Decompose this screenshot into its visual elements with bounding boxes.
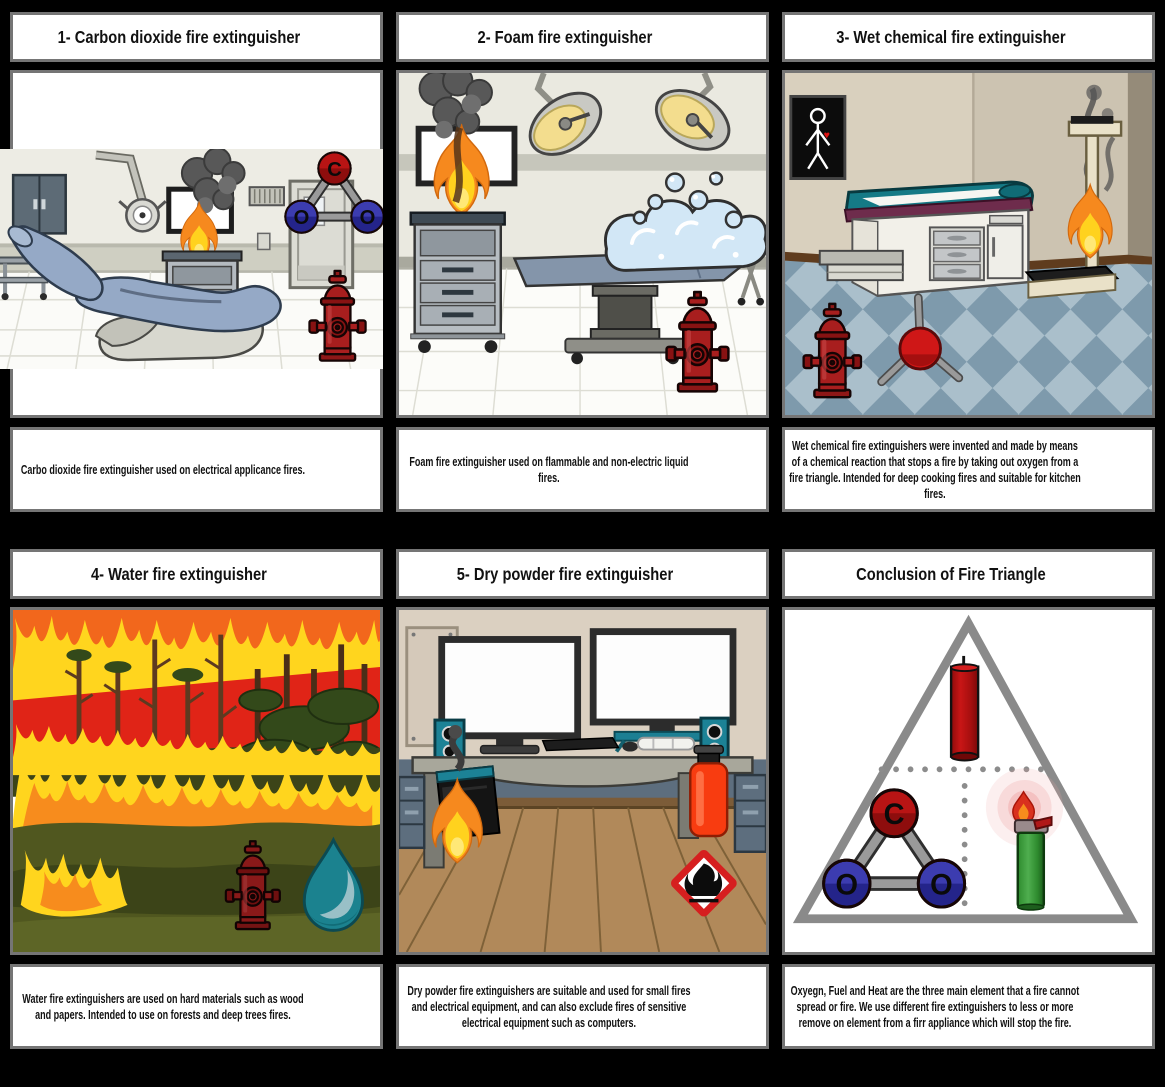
panel-title-box: 2- Foam fire extinguisher — [396, 12, 769, 62]
dotted-dividers — [878, 766, 1053, 918]
panel-image-box — [0, 70, 383, 418]
panel-caption: Carbo dioxide fire extinguisher used on … — [21, 462, 306, 477]
tripod-stool — [877, 293, 964, 387]
candle-fuel — [949, 655, 980, 762]
panel-caption: Wet chemical fire extinguishers were inv… — [789, 438, 1081, 501]
panel-image-box — [396, 70, 769, 418]
door — [288, 179, 355, 290]
ground-light — [13, 912, 380, 952]
paper-roll — [636, 736, 696, 751]
panel-caption: Water fire extinguishers are used on har… — [22, 991, 304, 1022]
panel-title: Conclusion of Fire Triangle — [856, 563, 1046, 584]
smoke — [448, 724, 465, 772]
panel-caption-box: Foam fire extinguisher used on flammable… — [396, 427, 769, 512]
exam-table — [843, 180, 1034, 298]
scene-fire-triangle — [785, 610, 1152, 952]
surgical-lamp-right — [654, 73, 731, 151]
smoke — [418, 73, 493, 139]
panel-caption-box: Carbo dioxide fire extinguisher used on … — [10, 427, 383, 512]
fire-extinguisher — [689, 744, 729, 838]
panel-foam: 2- Foam fire extinguisher — [396, 12, 769, 512]
panel-title-box: 4- Water fire extinguisher — [10, 549, 383, 599]
keyboard — [541, 737, 620, 752]
small-fire — [20, 849, 128, 917]
smoke — [180, 149, 246, 214]
panel-title-box: 1- Carbon dioxide fire extinguisher — [10, 12, 383, 62]
lighter-heat — [985, 768, 1064, 911]
light-switch — [256, 232, 271, 251]
medical-cart — [409, 211, 506, 353]
panel-caption-box: Dry powder fire extinguishers are suitab… — [396, 964, 769, 1049]
panel-title-box: 3- Wet chemical fire extinguisher — [782, 12, 1155, 62]
panel-wet-chemical: 3- Wet chemical fire extinguisher — [782, 12, 1155, 512]
smoke-streak — [452, 126, 463, 204]
panel-caption: Oxyegn, Fuel and Heat are the three main… — [790, 983, 1080, 1030]
panel-title: 2- Foam fire extinguisher — [477, 26, 653, 47]
dental-chair — [7, 225, 282, 362]
water-drop — [302, 836, 364, 932]
panel-title: 3- Wet chemical fire extinguisher — [836, 26, 1066, 47]
panel-co2: 1- Carbon dioxide fire extinguisher — [0, 12, 383, 512]
monitor-right — [589, 628, 737, 753]
panel-dry-powder: 5- Dry powder fire extinguisher — [396, 549, 769, 1049]
scene-computer-desk — [399, 610, 766, 952]
storyboard: 1- Carbon dioxide fire extinguisher — [0, 12, 1155, 1049]
panel-caption-box: Water fire extinguishers are used on har… — [10, 964, 383, 1049]
step-stool — [818, 249, 904, 282]
panel-caption-box: Wet chemical fire extinguishers were inv… — [782, 427, 1155, 512]
storyboard-row-1: 1- Carbon dioxide fire extinguisher — [0, 12, 1155, 512]
panel-title-box: Conclusion of Fire Triangle — [782, 549, 1155, 599]
panel-caption: Foam fire extinguisher used on flammable… — [409, 454, 689, 485]
panel-title: 5- Dry powder fire extinguisher — [456, 563, 674, 584]
mouse — [622, 741, 638, 752]
storyboard-row-2: 4- Water fire extinguisher — [10, 549, 1155, 1049]
hill-flame-fringe — [13, 724, 380, 776]
scene-exam-room: ♥ — [785, 73, 1152, 415]
file-cabinet-right — [733, 773, 766, 853]
file-cabinet-left — [399, 775, 426, 850]
storage-cabinet — [11, 173, 67, 235]
panel-conclusion: Conclusion of Fire Triangle — [782, 549, 1155, 1049]
xray-poster: ♥ — [789, 94, 847, 180]
surgical-lamp-left — [528, 73, 603, 156]
heart-icon: ♥ — [824, 129, 830, 141]
checkered-floor — [785, 260, 1152, 415]
panel-title: 1- Carbon dioxide fire extinguisher — [57, 26, 301, 47]
panel-image-box — [782, 607, 1155, 955]
scene-dental-office — [0, 149, 383, 369]
flammable-hazard-icon — [671, 850, 737, 917]
air-vent — [248, 186, 285, 207]
scene-forest-fire — [13, 610, 380, 952]
scene-operating-room — [399, 73, 766, 415]
foam-bubbles — [604, 171, 766, 272]
flame-band-mid-orange — [22, 781, 373, 833]
panel-caption-box: Oxyegn, Fuel and Heat are the three main… — [782, 964, 1155, 1049]
triangle-outline — [792, 614, 1139, 924]
dental-lamp — [95, 150, 167, 233]
panel-image-box — [396, 607, 769, 955]
panel-caption: Dry powder fire extinguishers are suitab… — [407, 983, 691, 1030]
panel-title-box: 5- Dry powder fire extinguisher — [396, 549, 769, 599]
panel-image-box: ♥ — [782, 70, 1155, 418]
panel-image-box — [10, 607, 383, 955]
panel-title: 4- Water fire extinguisher — [91, 563, 268, 584]
panel-water: 4- Water fire extinguisher — [10, 549, 383, 1049]
